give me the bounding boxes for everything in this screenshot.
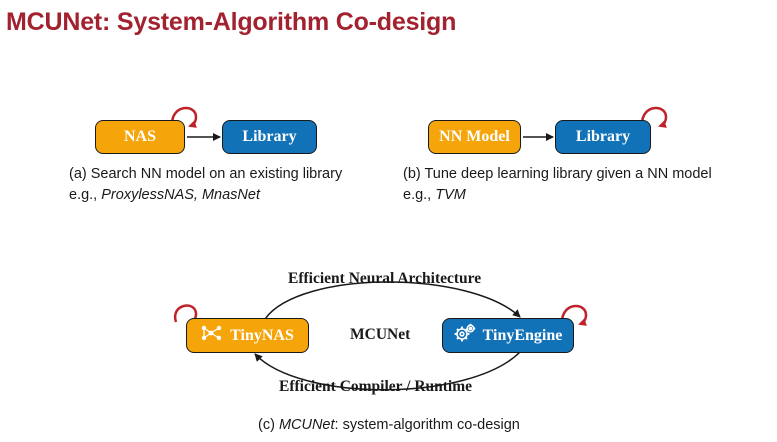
node-nas: NAS (95, 120, 185, 154)
self-loop-tinyengine (560, 304, 588, 326)
caption-b-line1: (b) Tune deep learning library given a N… (403, 166, 712, 182)
caption-c-italic: MCUNet (278, 417, 335, 433)
caption-a: (a) Search NN model on an existing libra… (69, 164, 342, 206)
arc-top (264, 281, 521, 320)
mcunet-center-label: MCUNet (350, 326, 411, 343)
node-nas-label: NAS (123, 128, 156, 145)
node-nn-model: NN Model (428, 120, 521, 154)
network-nodes-icon (201, 324, 223, 347)
self-loop-b (640, 106, 668, 128)
node-tinyengine-label: TinyEngine (482, 326, 563, 344)
caption-b-examples: TVM (435, 187, 466, 203)
caption-a-examples: ProxylessNAS, MnasNet (101, 187, 260, 203)
caption-b: (b) Tune deep learning library given a N… (403, 164, 712, 206)
top-arc-label: Efficient Neural Architecture (288, 270, 482, 287)
arc-bottom (254, 351, 521, 391)
node-tinyengine: TinyEngine (442, 318, 574, 353)
node-library-a: Library (222, 120, 317, 154)
node-tinynas: TinyNAS (186, 318, 309, 353)
node-library-a-label: Library (242, 128, 297, 145)
self-loop-a (170, 106, 198, 128)
node-library-b-label: Library (575, 128, 631, 145)
caption-c: (c) MCUNet: system-algorithm co-design (258, 417, 520, 433)
node-library-b: Library (555, 120, 651, 154)
gears-icon (454, 323, 476, 348)
caption-b-line2: e.g., TVM (403, 187, 466, 203)
page-title: MCUNet: System-Algorithm Co-design (6, 8, 457, 36)
bottom-arc-label: Efficient Compiler / Runtime (279, 378, 473, 395)
caption-a-line2: e.g., ProxylessNAS, MnasNet (69, 187, 260, 203)
node-tinynas-label: TinyNAS (230, 326, 294, 344)
node-nn-model-label: NN Model (439, 128, 510, 145)
caption-a-line1: (a) Search NN model on an existing libra… (69, 166, 343, 182)
